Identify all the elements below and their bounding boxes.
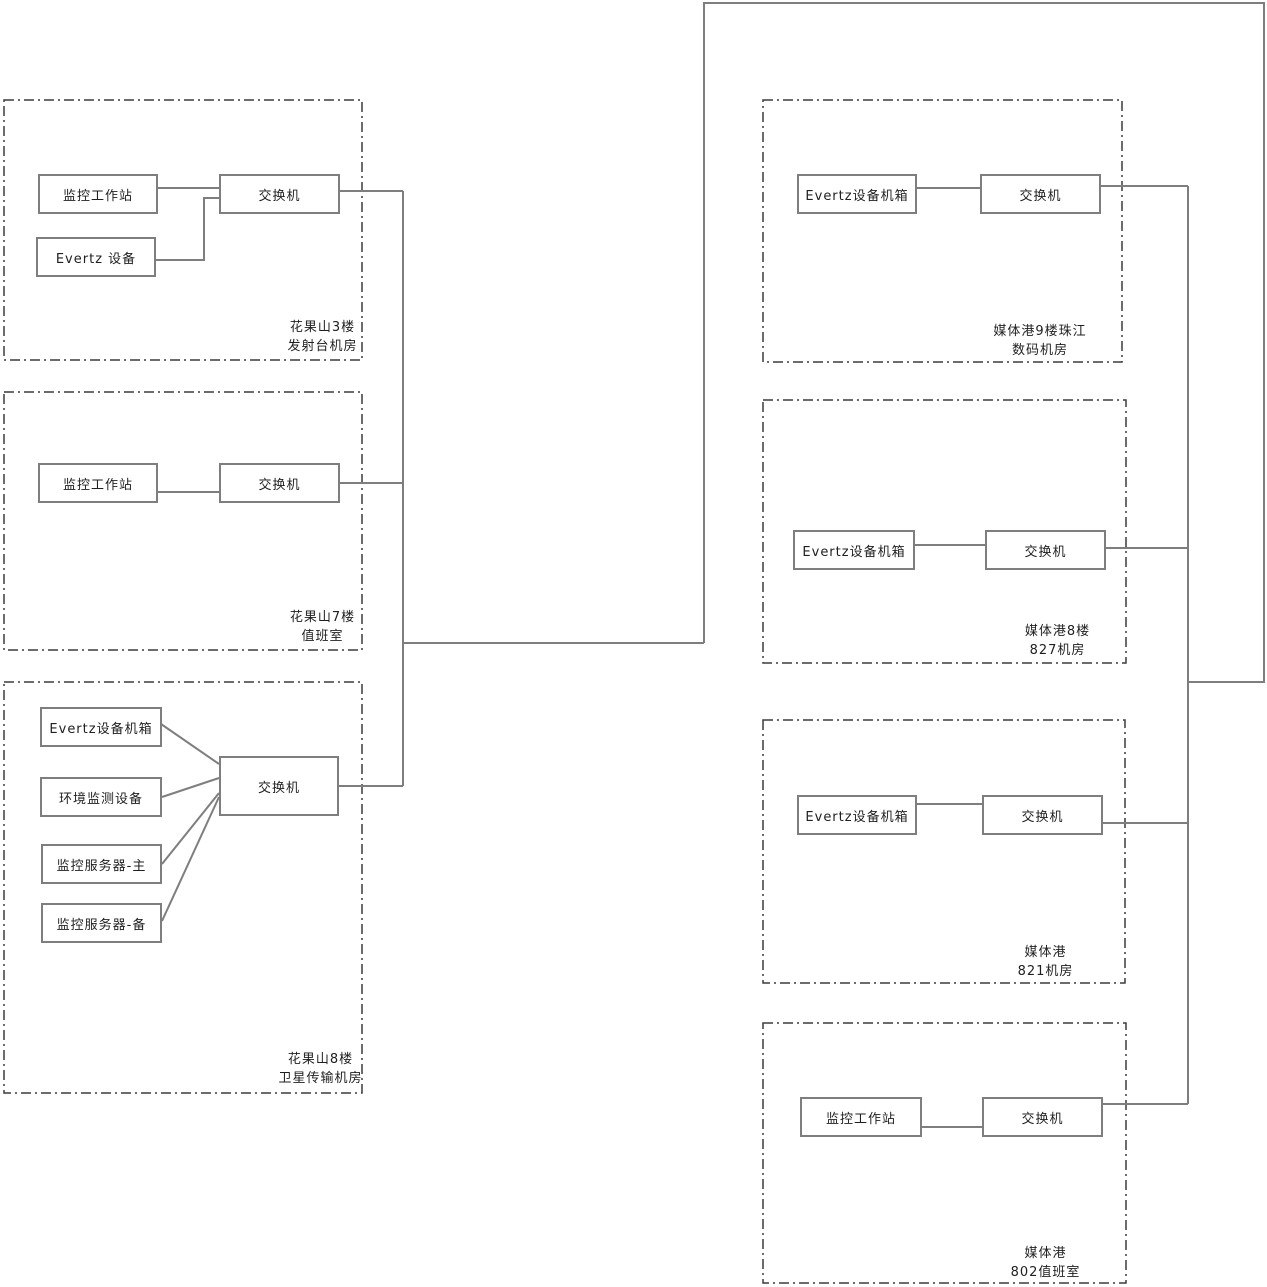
room-outline-meitigang-821 (762, 719, 1126, 984)
device-box-switch: 交换机 (980, 174, 1101, 214)
room-label-line: 媒体港8楼 (1024, 624, 1091, 639)
room-label-line: 花果山7楼 (289, 610, 356, 625)
room-label-huaguoshan-3f: 花果山3楼 发射台机房 (250, 318, 395, 356)
room-outline-meitigang-8f-827 (762, 399, 1127, 664)
room-outline-huaguoshan-8f (3, 681, 363, 1094)
room-outline-meitigang-802 (762, 1022, 1127, 1284)
room-label-line: 发射台机房 (287, 339, 358, 354)
link-c-serverbackup-switch (161, 796, 220, 922)
room-label-line: 媒体港9楼珠江 (993, 324, 1087, 339)
device-box-switch: 交换机 (982, 1097, 1103, 1137)
room-label-meitigang-821: 媒体港 821机房 (973, 943, 1118, 981)
room-label-line: 媒体港 (1024, 945, 1067, 960)
room-outline-huaguoshan-7f (3, 391, 363, 651)
room-label-meitigang-8f-827: 媒体港8楼 827机房 (985, 622, 1130, 660)
device-box-switch: 交换机 (219, 174, 340, 214)
room-label-line: 媒体港 (1024, 1246, 1067, 1261)
device-box-evertz-chassis: Evertz设备机箱 (797, 174, 917, 214)
room-label-line: 827机房 (1029, 643, 1086, 658)
device-box-evertz-chassis: Evertz设备机箱 (797, 795, 917, 835)
device-box-evertz-chassis: Evertz设备机箱 (40, 707, 162, 747)
device-box-env-monitor: 环境监测设备 (40, 777, 162, 817)
room-label-meitigang-802: 媒体港 802值班室 (973, 1244, 1118, 1282)
room-label-line: 821机房 (1017, 964, 1074, 979)
room-label-line: 802值班室 (1010, 1265, 1081, 1280)
link-c-servermain-switch (161, 792, 220, 865)
room-outline-meitigang-9f (762, 99, 1123, 363)
room-label-line: 值班室 (301, 629, 344, 644)
device-box-workstation: 监控工作站 (38, 174, 158, 214)
device-box-switch: 交换机 (982, 795, 1103, 835)
room-label-line: 花果山8楼 (287, 1052, 354, 1067)
room-label-huaguoshan-7f: 花果山7楼 值班室 (250, 608, 395, 646)
device-box-server-backup: 监控服务器-备 (41, 903, 162, 943)
device-box-evertz: Evertz 设备 (36, 237, 156, 277)
room-label-huaguoshan-8f: 花果山8楼 卫星传输机房 (243, 1050, 398, 1088)
room-outline-huaguoshan-3f (3, 99, 363, 361)
trunk-loop-path (703, 2, 1265, 683)
room-label-meitigang-9f: 媒体港9楼珠江 数码机房 (965, 322, 1115, 360)
device-box-switch: 交换机 (219, 463, 340, 503)
device-box-server-main: 监控服务器-主 (41, 844, 162, 884)
device-box-switch: 交换机 (985, 530, 1106, 570)
device-box-workstation: 监控工作站 (38, 463, 158, 503)
link-c-env-switch (161, 777, 220, 798)
room-label-line: 卫星传输机房 (278, 1071, 363, 1086)
device-box-switch: 交换机 (219, 756, 339, 816)
link-c-evertz-switch (160, 723, 220, 765)
link-a-evertz-switch (156, 197, 219, 261)
room-label-line: 花果山3楼 (289, 320, 356, 335)
device-box-evertz-chassis: Evertz设备机箱 (793, 530, 915, 570)
room-label-line: 数码机房 (1011, 343, 1068, 358)
device-box-workstation: 监控工作站 (800, 1097, 922, 1137)
